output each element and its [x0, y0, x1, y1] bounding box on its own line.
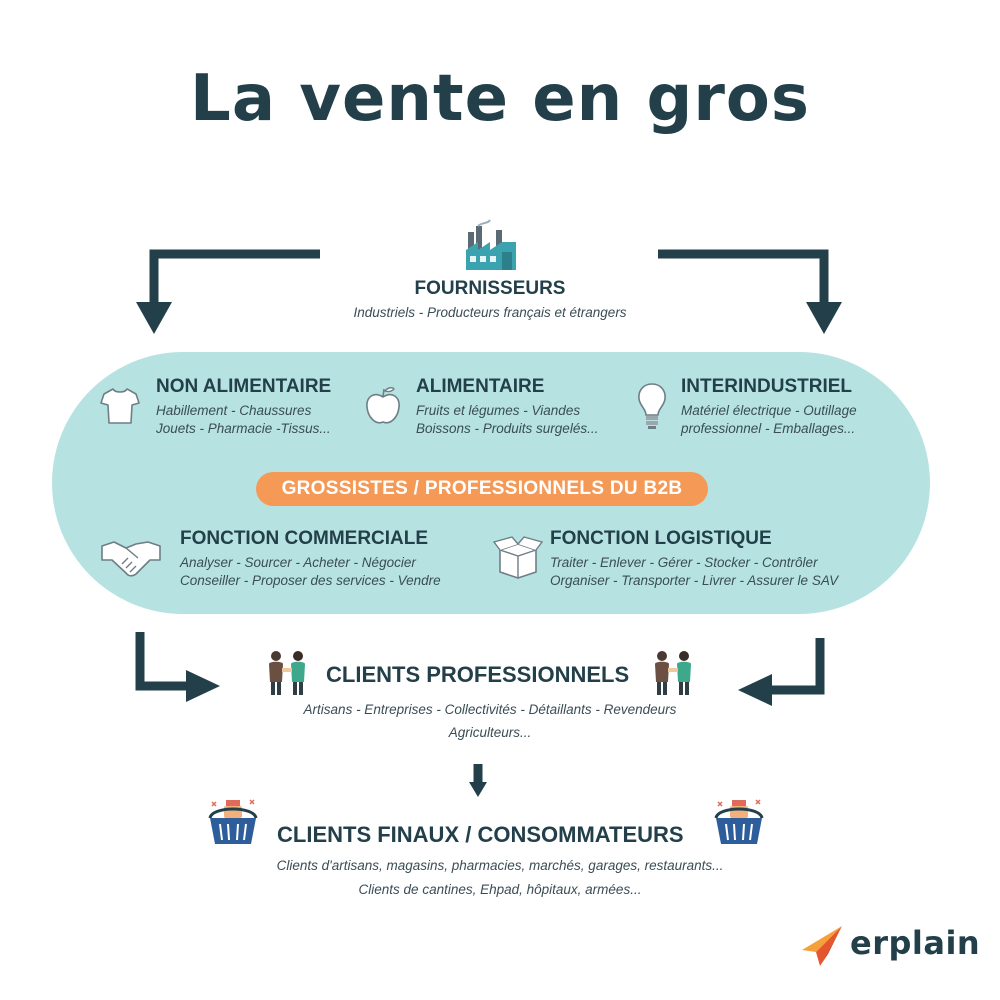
- lightbulb-icon: [638, 383, 666, 429]
- final-clients-title: CLIENTS FINAUX / CONSOMMATEURS: [277, 822, 684, 847]
- function-title: FONCTION COMMERCIALE: [180, 528, 429, 549]
- category-title: NON ALIMENTAIRE: [156, 376, 332, 397]
- wholesalers-label: GROSSISTES / PROFESSIONNELS DU B2B: [256, 472, 708, 506]
- box-icon: [492, 536, 544, 579]
- page-title: La vente en gros: [190, 62, 810, 136]
- function-line: Organiser - Transporter - Livrer - Assur…: [550, 573, 839, 588]
- tshirt-icon: [100, 388, 140, 424]
- arrow-suppliers-left: [149, 249, 320, 305]
- business-people-icon: [655, 651, 691, 695]
- apple-icon: [366, 386, 400, 424]
- factory-icon: [466, 219, 516, 270]
- function-line: Analyser - Sourcer - Acheter - Négocier: [180, 555, 416, 570]
- pro-clients-title: CLIENTS PROFESSIONNELS: [326, 662, 630, 687]
- category-line: professionnel - Emballages...: [681, 421, 856, 436]
- category-line: Jouets - Pharmacie -Tissus...: [156, 421, 331, 436]
- shopping-basket-icon: [208, 799, 258, 844]
- final-clients-line: Clients d'artisans, magasins, pharmacies…: [276, 858, 724, 873]
- pro-clients-line: Agriculteurs...: [448, 725, 532, 740]
- category-line: Matériel électrique - Outillage: [681, 403, 857, 418]
- function-title: FONCTION LOGISTIQUE: [550, 528, 772, 549]
- arrow-to-pro-left: [135, 632, 188, 691]
- arrow-to-pro-right: [770, 638, 825, 695]
- arrow-suppliers-right: [658, 249, 829, 305]
- function-line: Conseiller - Proposer des services - Ven…: [180, 573, 441, 588]
- business-people-icon: [269, 651, 305, 695]
- brand-name: erplain: [850, 924, 981, 962]
- category-line: Boissons - Produits surgelés...: [416, 421, 599, 436]
- suppliers-subtitle: Industriels - Producteurs français et ét…: [353, 305, 627, 320]
- shopping-basket-icon: [714, 799, 764, 844]
- category-line: Habillement - Chaussures: [156, 403, 312, 418]
- handshake-icon: [101, 541, 161, 577]
- pro-clients-line: Artisans - Entreprises - Collectivités -…: [303, 702, 677, 717]
- erplain-logo-icon: [802, 926, 842, 966]
- category-title: INTERINDUSTRIEL: [681, 376, 852, 397]
- suppliers-title: FOURNISSEURS: [414, 278, 566, 299]
- category-title: ALIMENTAIRE: [416, 376, 545, 397]
- final-clients-line: Clients de cantines, Ehpad, hôpitaux, ar…: [358, 882, 642, 897]
- function-line: Traiter - Enlever - Gérer - Stocker - Co…: [550, 555, 818, 570]
- category-line: Fruits et légumes - Viandes: [416, 403, 581, 418]
